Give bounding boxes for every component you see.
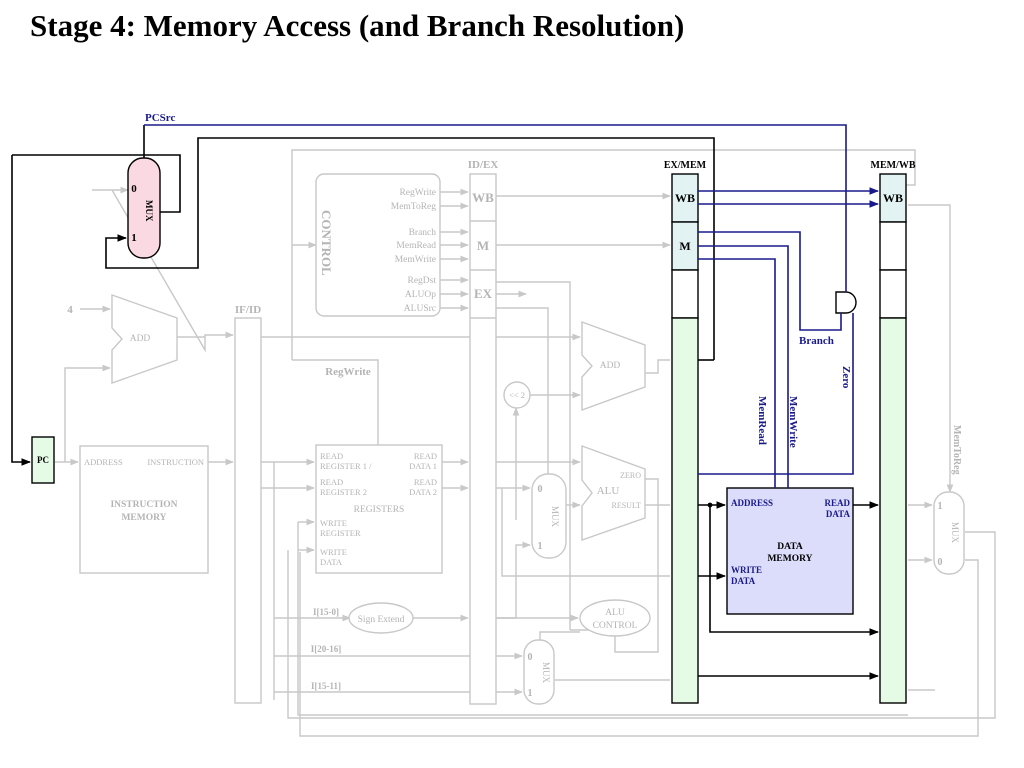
ctrl-memread: MemRead bbox=[396, 241, 436, 251]
ctrl-alusrc: ALUSrc bbox=[404, 304, 436, 314]
id-ex-m: M bbox=[477, 238, 489, 253]
reg-rd2-b: DATA 2 bbox=[409, 487, 437, 497]
pc-label: PC bbox=[37, 455, 49, 465]
reg-rd2-a: READ bbox=[414, 477, 437, 487]
mux-pc-1: 1 bbox=[131, 232, 137, 244]
reg-read2-b: REGISTER 2 bbox=[320, 487, 367, 497]
dm-read-a: READ bbox=[824, 498, 850, 508]
dm-write-a: WRITE bbox=[731, 565, 762, 575]
control-signal-wires bbox=[144, 124, 879, 488]
pc-register bbox=[31, 436, 55, 484]
ctrl-aluop: ALUOp bbox=[405, 290, 436, 300]
id-ex-label: ID/EX bbox=[468, 159, 499, 171]
memwrite-label: MemWrite bbox=[787, 396, 799, 448]
reg-read1-b: REGISTER 1 / bbox=[320, 461, 372, 471]
im-name-2: MEMORY bbox=[121, 513, 166, 523]
mux-pc-0: 0 bbox=[131, 183, 137, 195]
reg-wdata-a: WRITE bbox=[320, 547, 347, 557]
reg-rd1-a: READ bbox=[414, 451, 437, 461]
mux-regdst-label: MUX bbox=[541, 662, 551, 684]
im-name-1: INSTRUCTION bbox=[110, 500, 177, 510]
mux-memtoreg-0: 0 bbox=[938, 557, 943, 568]
dm-write-b: DATA bbox=[731, 576, 756, 586]
shift-label: << 2 bbox=[509, 390, 525, 400]
ex-mem-label: EX/MEM bbox=[664, 160, 707, 171]
if-id-label: IF/ID bbox=[235, 304, 261, 316]
reg-wreg-a: WRITE bbox=[320, 518, 347, 528]
reg-read2-a: READ bbox=[320, 477, 343, 487]
ex-mem-register bbox=[671, 173, 699, 704]
branch-label: Branch bbox=[799, 335, 834, 347]
mux-memtoreg-label: MUX bbox=[950, 522, 960, 544]
sign-extend-label: Sign Extend bbox=[358, 615, 405, 625]
add-top-label: ADD bbox=[130, 334, 151, 344]
memread-label: MemRead bbox=[756, 396, 768, 445]
add-mid-label: ADD bbox=[600, 361, 621, 371]
control-label: CONTROL bbox=[319, 210, 334, 276]
dm-name-1: DATA bbox=[777, 542, 803, 552]
ex-mem-wb: WB bbox=[675, 191, 695, 205]
mem-wb-wb: WB bbox=[883, 191, 903, 205]
ctrl-regdst: RegDst bbox=[408, 276, 437, 286]
active-data-wires bbox=[11, 125, 879, 680]
ex-mem-m: M bbox=[679, 239, 690, 253]
inactive-components bbox=[79, 173, 965, 705]
pcsrc-label: PCSrc bbox=[145, 112, 175, 124]
ctrl-regwrite: RegWrite bbox=[399, 188, 436, 198]
dm-name-2: MEMORY bbox=[767, 554, 812, 564]
mem-wb-register bbox=[879, 173, 907, 704]
mem-wb-label: MEM/WB bbox=[871, 160, 916, 171]
page-title: Stage 4: Memory Access (and Branch Resol… bbox=[30, 8, 685, 43]
reg-wreg-b: REGISTER bbox=[320, 528, 361, 538]
id-ex-ex: EX bbox=[474, 286, 493, 301]
mux-regdst-0: 0 bbox=[528, 652, 533, 663]
alu-label: ALU bbox=[597, 485, 620, 497]
dm-address: ADDRESS bbox=[731, 498, 773, 508]
im-address: ADDRESS bbox=[84, 457, 123, 467]
alu-control-2: CONTROL bbox=[593, 621, 638, 631]
mux-alusrc-0: 0 bbox=[538, 484, 543, 495]
four-label: 4 bbox=[67, 304, 73, 316]
mux-alusrc-1: 1 bbox=[538, 541, 543, 552]
memtoreg-label: MemToReg bbox=[951, 425, 962, 475]
field-i20-16: I[20-16] bbox=[311, 644, 342, 654]
id-ex-wb: WB bbox=[472, 190, 494, 205]
alu-zero: ZERO bbox=[620, 471, 641, 480]
alu-result: RESULT bbox=[612, 501, 642, 510]
field-i15-0: I[15-0] bbox=[313, 607, 339, 617]
dm-read-b: DATA bbox=[826, 509, 851, 519]
reg-regwrite: RegWrite bbox=[325, 366, 371, 378]
and-gate bbox=[835, 291, 857, 314]
mux-pc-label: MUX bbox=[144, 200, 154, 222]
field-i15-11: I[15-11] bbox=[311, 681, 341, 691]
reg-name: REGISTERS bbox=[354, 505, 405, 515]
ctrl-memwrite: MemWrite bbox=[395, 255, 436, 265]
im-instruction: INSTRUCTION bbox=[147, 457, 204, 467]
inactive-wires bbox=[55, 149, 996, 737]
data-memory-block bbox=[726, 487, 854, 615]
alu-control-1: ALU bbox=[605, 608, 625, 618]
ctrl-branch: Branch bbox=[409, 228, 437, 238]
mux-memtoreg-1: 1 bbox=[938, 501, 943, 512]
mux-regdst-1: 1 bbox=[528, 688, 533, 699]
zero-label: Zero bbox=[840, 366, 852, 389]
ctrl-memtoreg: MemToReg bbox=[391, 202, 436, 212]
reg-rd1-b: DATA 1 bbox=[409, 461, 437, 471]
reg-read1-a: READ bbox=[320, 451, 343, 461]
mux-alusrc-label: MUX bbox=[550, 506, 560, 528]
reg-wdata-b: DATA bbox=[320, 557, 343, 567]
